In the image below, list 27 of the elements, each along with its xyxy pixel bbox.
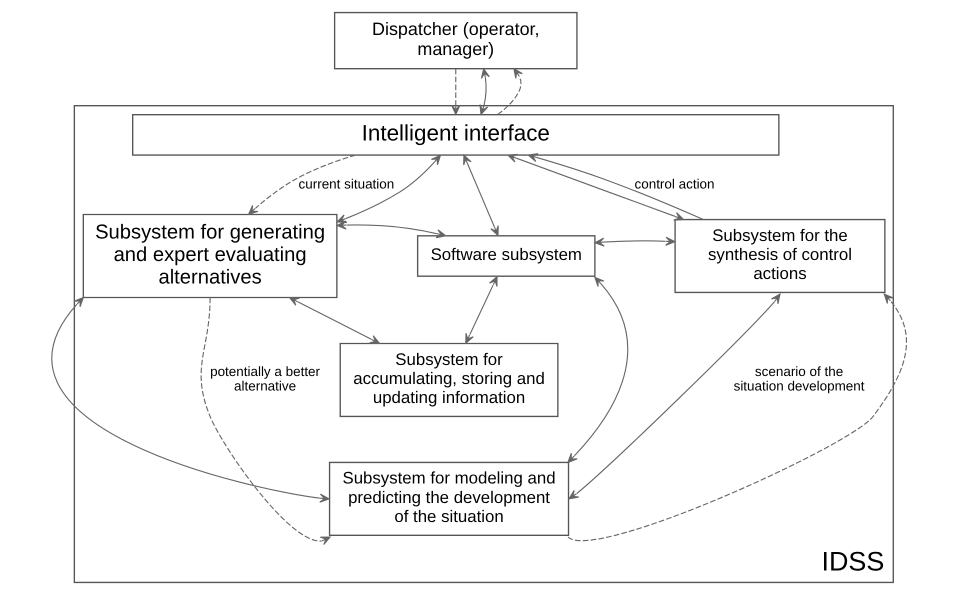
arrow [594, 236, 676, 247]
arrow [568, 294, 907, 541]
arrow [200, 298, 331, 546]
arrow [463, 154, 499, 236]
edge-label: control action [634, 176, 715, 192]
arrow [465, 276, 498, 344]
node-box: Subsystem for modeling and predicting the development of the situation [328, 462, 570, 536]
edge-label: scenario of the situation development [734, 364, 864, 394]
arrow [51, 296, 330, 503]
arrow [507, 154, 684, 221]
edge-label: potentially a better alternative [210, 364, 320, 394]
arrow [451, 68, 460, 115]
node-box: Intelligent interface [132, 114, 780, 156]
node-box: Subsystem for generating and expert evaluating alternatives [82, 214, 338, 298]
node-box: Software subsystem [416, 235, 596, 277]
arrow [567, 276, 628, 463]
node-box: Subsystem for accumulating, storing and updating information [340, 342, 559, 418]
edge-label: current situation [298, 176, 394, 192]
node-box: Dispatcher (operator, manager) [334, 12, 578, 70]
node-box: Subsystem for the synthesis of control actions [674, 218, 886, 294]
arrow [568, 294, 781, 500]
arrow [248, 154, 356, 215]
arrow [497, 68, 523, 115]
arrow [528, 153, 704, 220]
arrow [336, 220, 446, 238]
arrow [479, 68, 490, 115]
arrow [289, 297, 380, 344]
